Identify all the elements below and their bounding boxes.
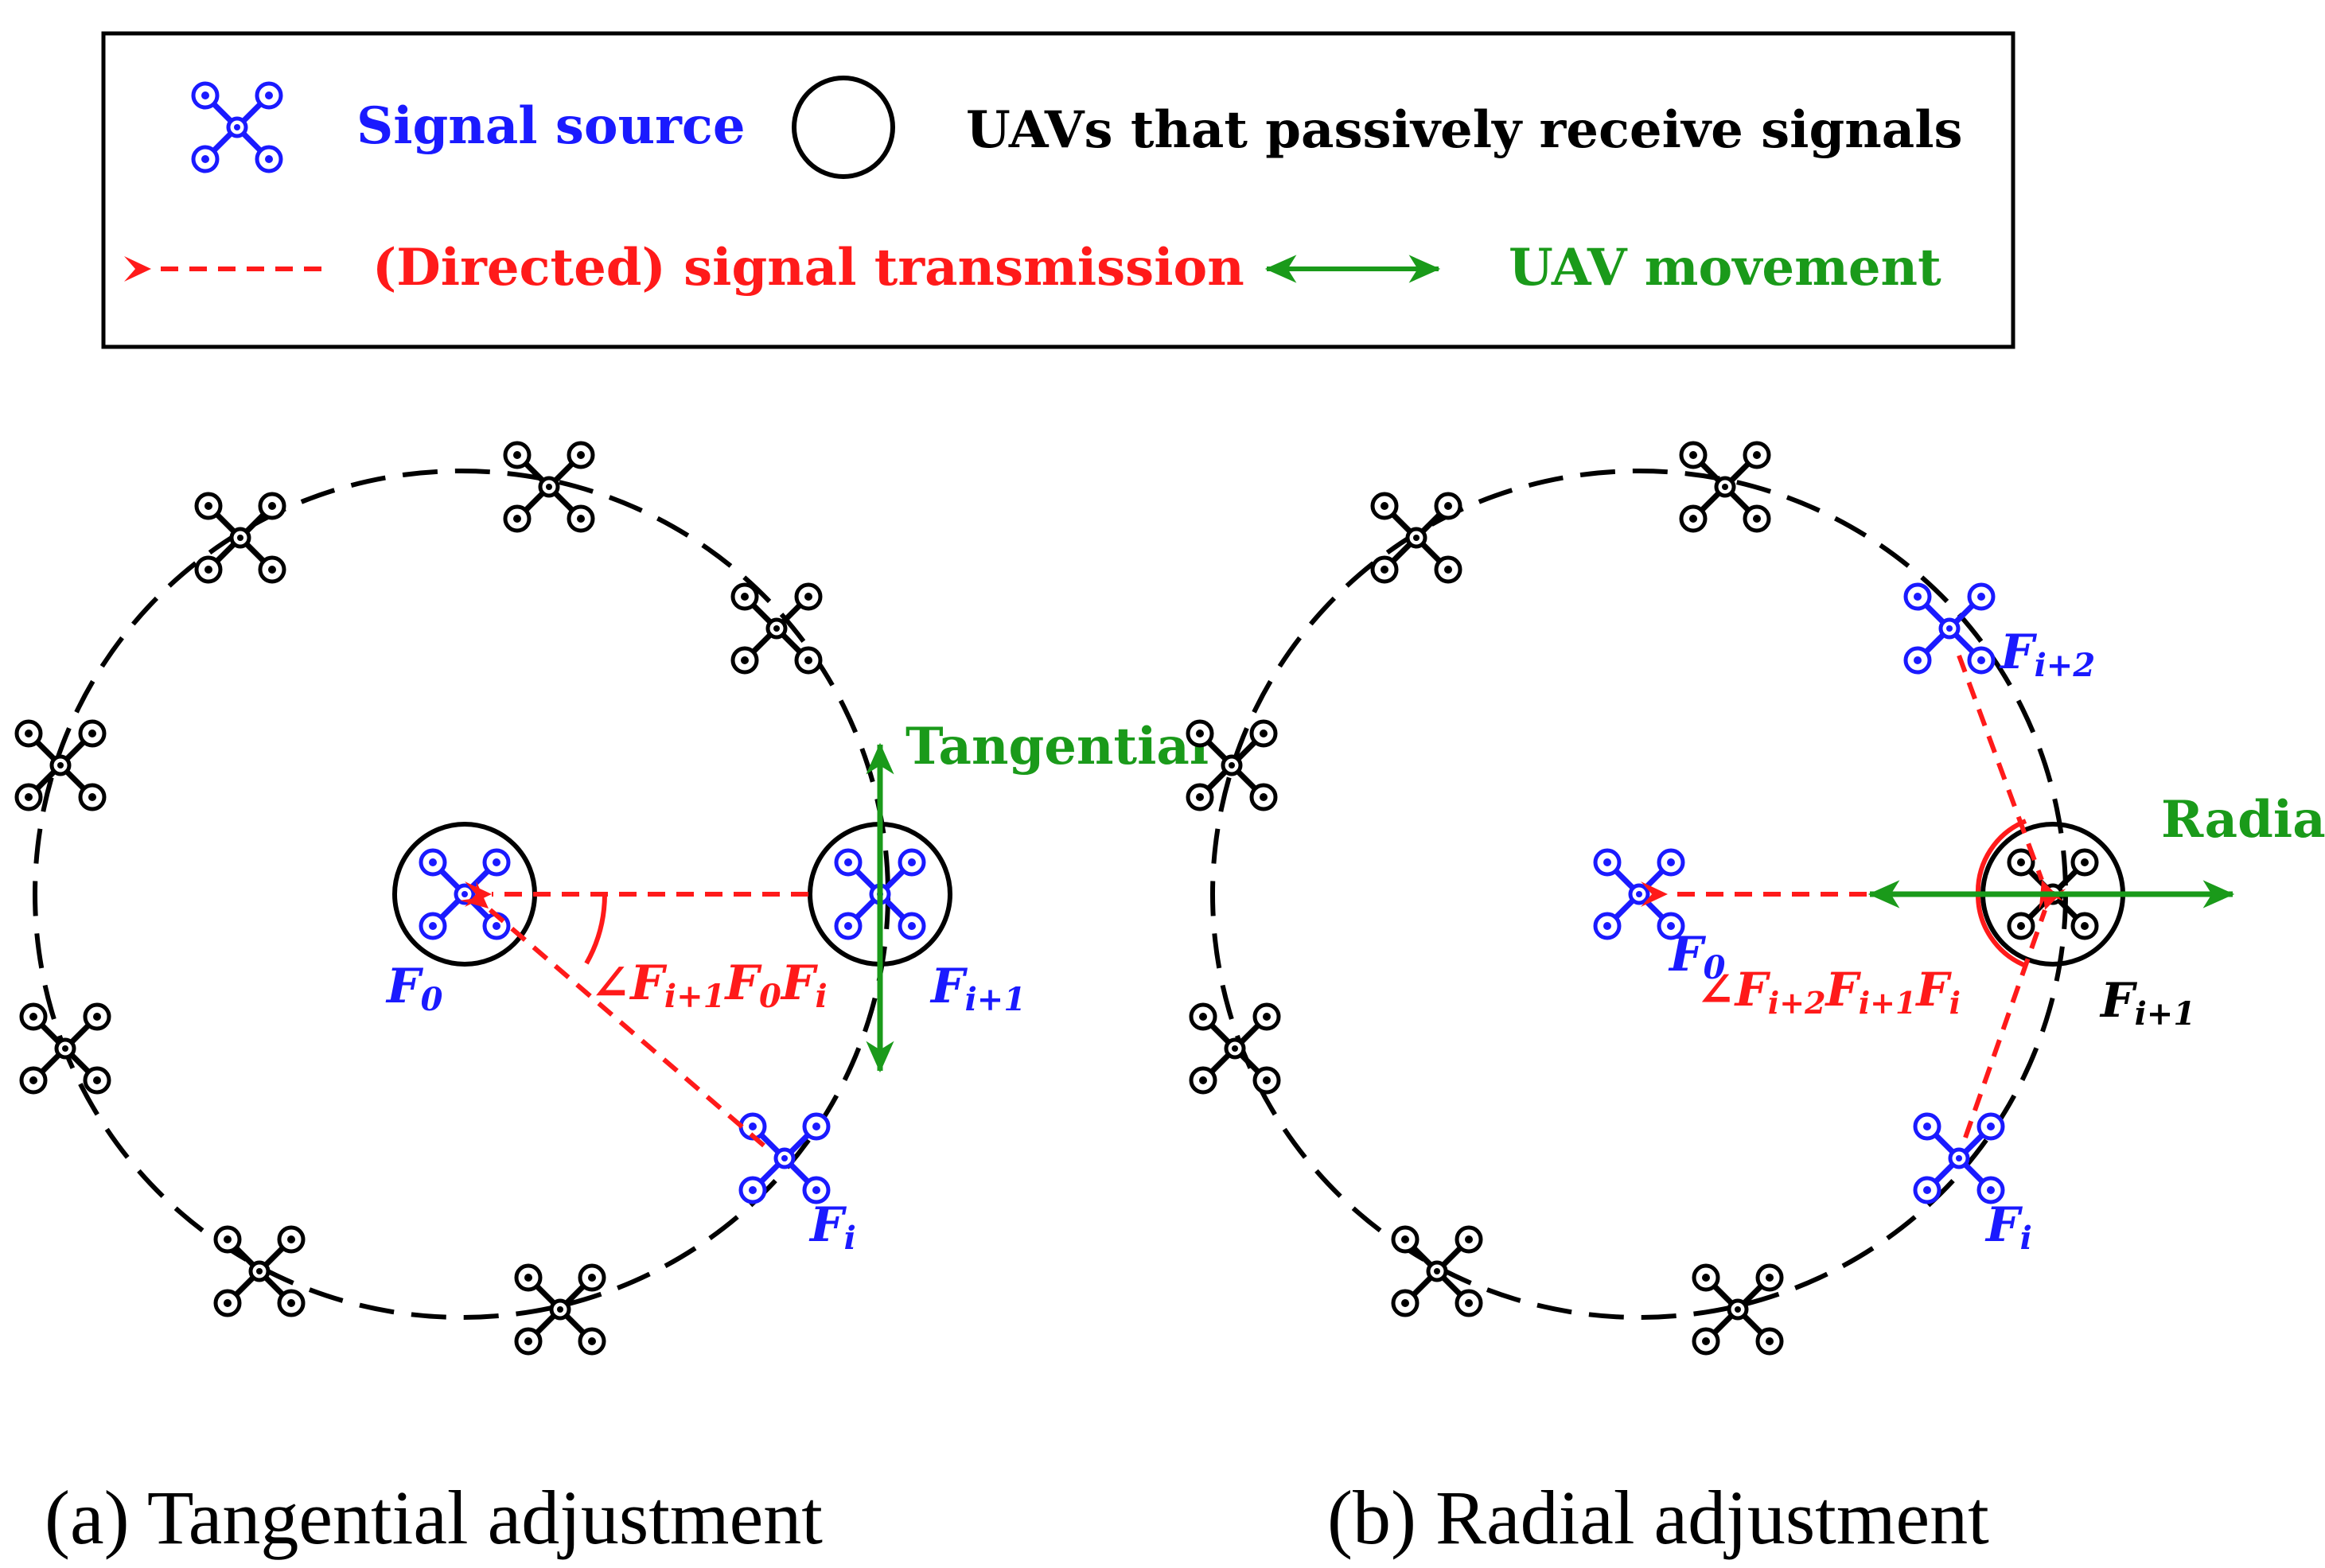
legend: Signal source UAVs that passively receiv…	[101, 31, 2015, 349]
label-f0: F0	[1668, 927, 1726, 986]
angle-arc-a	[584, 893, 607, 965]
source-quadcopter-f0-icon	[421, 850, 508, 938]
caption-a: (a) Tangential adjustment	[45, 1475, 823, 1560]
panel-a: Tangential F0 Fi+1 Fi ∠Fi+1F0Fi (a) Tang…	[17, 443, 1209, 1560]
source-quadcopter-fi2-icon	[1906, 585, 1993, 672]
passive-quadcopter-icon	[17, 722, 104, 809]
passive-quadcopter-icon	[197, 494, 284, 582]
passive-uav-circle-icon	[792, 76, 895, 179]
label-fi2: Fi+2	[1999, 624, 2095, 684]
passive-quadcopter-icon	[21, 1005, 109, 1092]
label-fi1: Fi+1	[929, 959, 1026, 1018]
radial-label: Radial	[2161, 790, 2325, 850]
passive-quadcopter-icon	[1694, 1266, 1782, 1353]
angle-label-a: ∠Fi+1F0Fi	[590, 955, 828, 1015]
caption-b: (b) Radial adjustment	[1327, 1475, 1989, 1560]
legend-passive-uavs: UAVs that passively receive signals	[966, 100, 1963, 160]
transmission-arrow-fi2-to-fi1	[1957, 654, 2063, 910]
transmission-arrow-fi-to-fi1	[1963, 880, 2066, 1138]
source-quadcopter-f0-icon	[1595, 850, 1683, 938]
legend-transmission: (Directed) signal transmission	[372, 238, 1244, 298]
passive-quadcopter-icon	[1191, 1005, 1279, 1092]
panel-b: Radial F0 Fi+2 Fi+1 Fi ∠Fi+2Fi+1Fi (b) R…	[1188, 443, 2325, 1560]
source-quadcopter-fi-icon	[741, 1115, 828, 1202]
passive-quadcopter-icon	[516, 1266, 604, 1353]
passive-quadcopter-icon	[1373, 494, 1460, 582]
label-fi: Fi	[1984, 1197, 2032, 1257]
source-quadcopter-fi-icon	[1915, 1115, 2003, 1202]
legend-movement: UAV movement	[1509, 238, 1941, 298]
tangential-label: Tangential	[905, 717, 1209, 776]
label-fi: Fi	[808, 1197, 856, 1257]
passive-quadcopter-icon	[733, 585, 820, 672]
transmission-arrow-fi-to-f0	[459, 881, 765, 1148]
passive-quadcopter-icon	[216, 1228, 303, 1315]
angle-label-b: ∠Fi+2Fi+1Fi	[1696, 963, 1961, 1021]
legend-signal-source: Signal source	[356, 96, 746, 156]
signal-source-quadcopter-icon	[193, 84, 281, 171]
legend-frame	[101, 31, 2015, 349]
label-f0: F0	[385, 959, 443, 1018]
passive-quadcopter-icon	[1393, 1228, 1481, 1315]
label-fi1: Fi+1	[2099, 973, 2195, 1033]
